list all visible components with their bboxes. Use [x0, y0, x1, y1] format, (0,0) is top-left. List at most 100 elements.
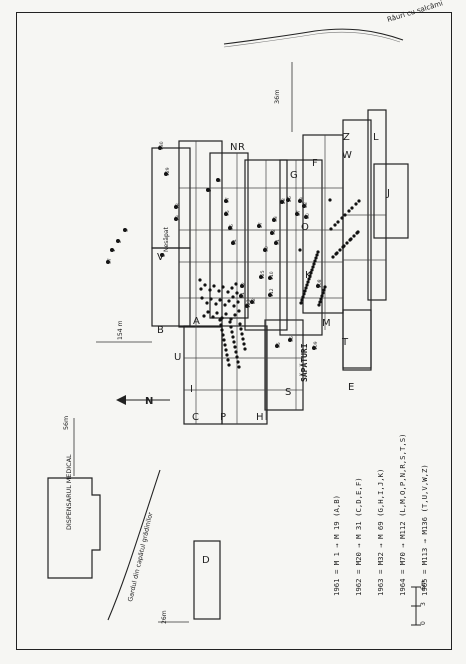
grave-marker: [350, 206, 354, 210]
grave-marker: [232, 304, 236, 308]
dispensary-label: DISPENSARUL MEDICAL: [65, 454, 73, 530]
grave-marker: [268, 293, 272, 297]
letter-J: J: [386, 188, 390, 199]
grave-number: 35: [276, 342, 282, 348]
sector-V-box: [151, 147, 191, 249]
grave-marker: [231, 335, 235, 339]
distance-west: 154 m: [117, 320, 124, 340]
grave-marker: [200, 296, 204, 300]
grave-marker: [232, 340, 236, 344]
grave-number: 19: [175, 215, 181, 221]
grave-marker: [338, 248, 342, 252]
grave-number: 37: [107, 258, 113, 264]
grave-marker: [202, 314, 206, 318]
grave-marker: [206, 310, 210, 314]
grave-number: 82: [251, 298, 257, 304]
river-line-shadow: [223, 31, 401, 48]
grave-number: 30: [264, 246, 270, 252]
grave-marker: [352, 234, 356, 238]
letter-S: S: [285, 387, 291, 398]
grave-number: 26: [287, 196, 293, 202]
grave-marker: [331, 255, 335, 259]
grave-marker: [355, 231, 359, 235]
sector-R-box: [209, 152, 249, 319]
sector-D-box: [193, 540, 221, 620]
grave-marker: [236, 300, 240, 304]
grave-marker: [209, 297, 213, 301]
letter-B: B: [157, 325, 164, 336]
grave-marker: [234, 282, 238, 286]
grave-marker: [231, 295, 235, 299]
grave-marker: [229, 325, 233, 329]
grave-marker: [224, 312, 228, 316]
sector-L-box: [367, 109, 387, 301]
letter-M: M: [322, 318, 331, 329]
grave-number: 29: [299, 197, 305, 203]
grave-marker: [309, 271, 313, 275]
grave-marker: [227, 299, 231, 303]
legend-row-1962: 1962 = M20 → M 31 (C,D,E,F): [354, 477, 363, 596]
grave-marker: [308, 274, 312, 278]
grave-marker: [307, 277, 311, 281]
grave-marker: [243, 347, 247, 351]
grave-marker: [317, 303, 321, 307]
grave-number: 31: [275, 239, 281, 245]
grave-marker: [219, 323, 223, 327]
map-frame: [16, 12, 452, 650]
grave-marker: [158, 146, 162, 150]
grave-marker: [223, 303, 227, 307]
grave-marker: [199, 287, 203, 291]
grave-marker: [323, 285, 327, 289]
grave-marker: [236, 360, 240, 364]
grave-number: 48: [303, 202, 309, 208]
grave-marker: [228, 226, 232, 230]
grave-marker: [224, 212, 228, 216]
grave-marker: [336, 220, 340, 224]
sector-F-box: [302, 134, 344, 314]
scale-zero: 0: [420, 621, 427, 625]
grave-number: 18: [175, 203, 181, 209]
grave-marker: [316, 250, 320, 254]
sector-O-box: [279, 159, 323, 336]
letter-Z: Z: [343, 132, 350, 143]
grave-marker: [340, 216, 344, 220]
letter-I: I: [190, 384, 193, 395]
letter-D: D: [202, 555, 210, 566]
letter-H: H: [256, 412, 264, 423]
neexcavated-label: Nesăpat: [163, 227, 170, 252]
grave-number: 96: [229, 224, 235, 230]
grave-marker: [250, 300, 254, 304]
legend-row-1964: 1964 = M70 → M112 (L,M,O,P,N,R,S,T,S): [398, 433, 407, 596]
grave-number: 4: [161, 254, 167, 257]
grave-marker: [223, 343, 227, 347]
grave-number: 8: [207, 189, 213, 192]
grave-marker: [319, 297, 323, 301]
distance-top: 36m: [273, 89, 281, 104]
grave-number: 108: [317, 279, 323, 288]
grave-marker: [299, 301, 303, 305]
grave-marker: [316, 284, 320, 288]
legend: SĂPĂTURI 1961 = M 1 → M 19 (A,B) 1962 = …: [290, 343, 440, 642]
grave-marker: [203, 283, 207, 287]
grave-marker: [230, 286, 234, 290]
grave-marker: [348, 238, 352, 242]
grave-marker: [343, 213, 347, 217]
grave-marker: [306, 280, 310, 284]
grave-marker: [302, 292, 306, 296]
grave-number: 92: [241, 282, 247, 288]
grave-marker: [233, 313, 237, 317]
grave-marker: [123, 228, 127, 232]
grave-marker: [321, 291, 325, 295]
grave-marker: [300, 298, 304, 302]
distance-south: 56m: [63, 416, 70, 430]
grave-marker: [228, 320, 232, 324]
grave-marker: [272, 218, 276, 222]
grave-marker: [268, 276, 272, 280]
grave-number: 33: [273, 216, 279, 222]
grave-marker: [301, 295, 305, 299]
letter-W: W: [342, 150, 352, 161]
grave-marker: [314, 256, 318, 260]
grave-number: 129: [165, 167, 171, 176]
